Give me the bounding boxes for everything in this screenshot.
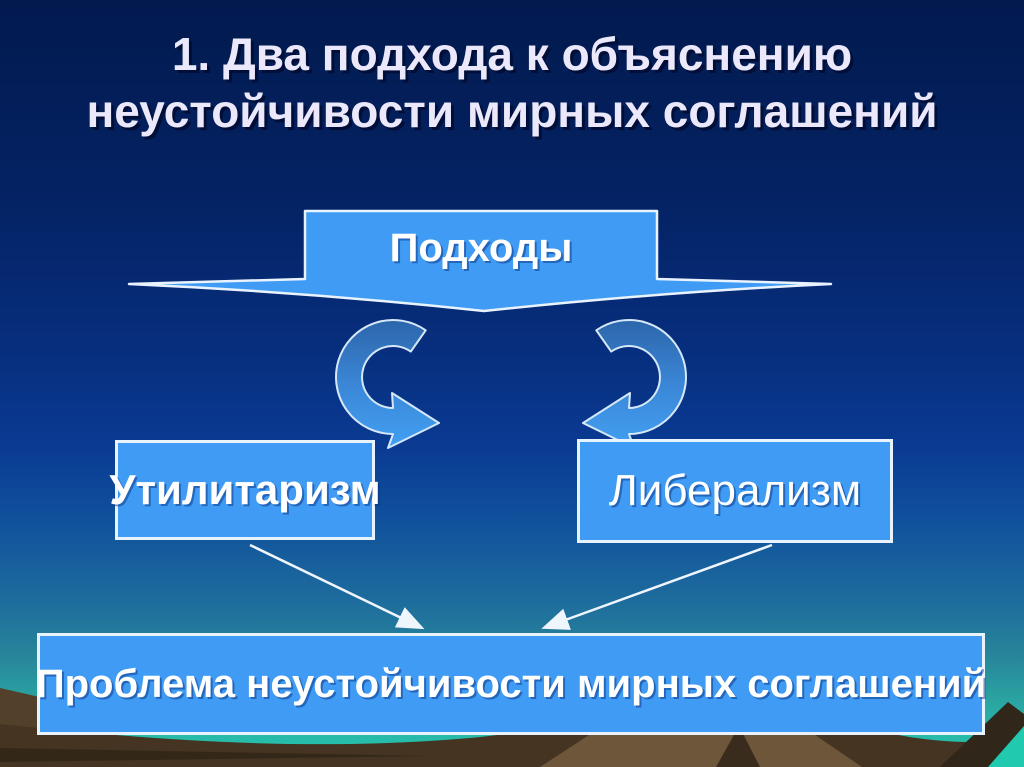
- slide-title-line2: неустойчивости мирных соглашений: [86, 85, 938, 138]
- node-problem-label: Проблема неустойчивости мирных соглашени…: [35, 661, 987, 706]
- curved-arrow-right-icon: [582, 319, 687, 449]
- connector-arrow-left: [249, 543, 425, 630]
- node-approaches-label: Подходы: [389, 225, 573, 270]
- slide-title: 1. Два подхода к объяснению неустойчивос…: [0, 26, 1024, 140]
- curved-arrow-left-icon: [335, 319, 440, 449]
- node-liberalism-label: Либерализм: [608, 466, 862, 515]
- node-utilitarianism-label: Утилитаризм: [109, 466, 381, 513]
- node-utilitarianism: Утилитаризм: [109, 440, 381, 540]
- slide-title-line1: 1. Два подхода к объяснению: [171, 28, 853, 80]
- node-liberalism: Либерализм: [577, 439, 893, 543]
- node-approaches: Подходы: [305, 211, 657, 285]
- connector-arrow-right: [541, 543, 773, 630]
- node-problem: Проблема неустойчивости мирных соглашени…: [35, 633, 987, 735]
